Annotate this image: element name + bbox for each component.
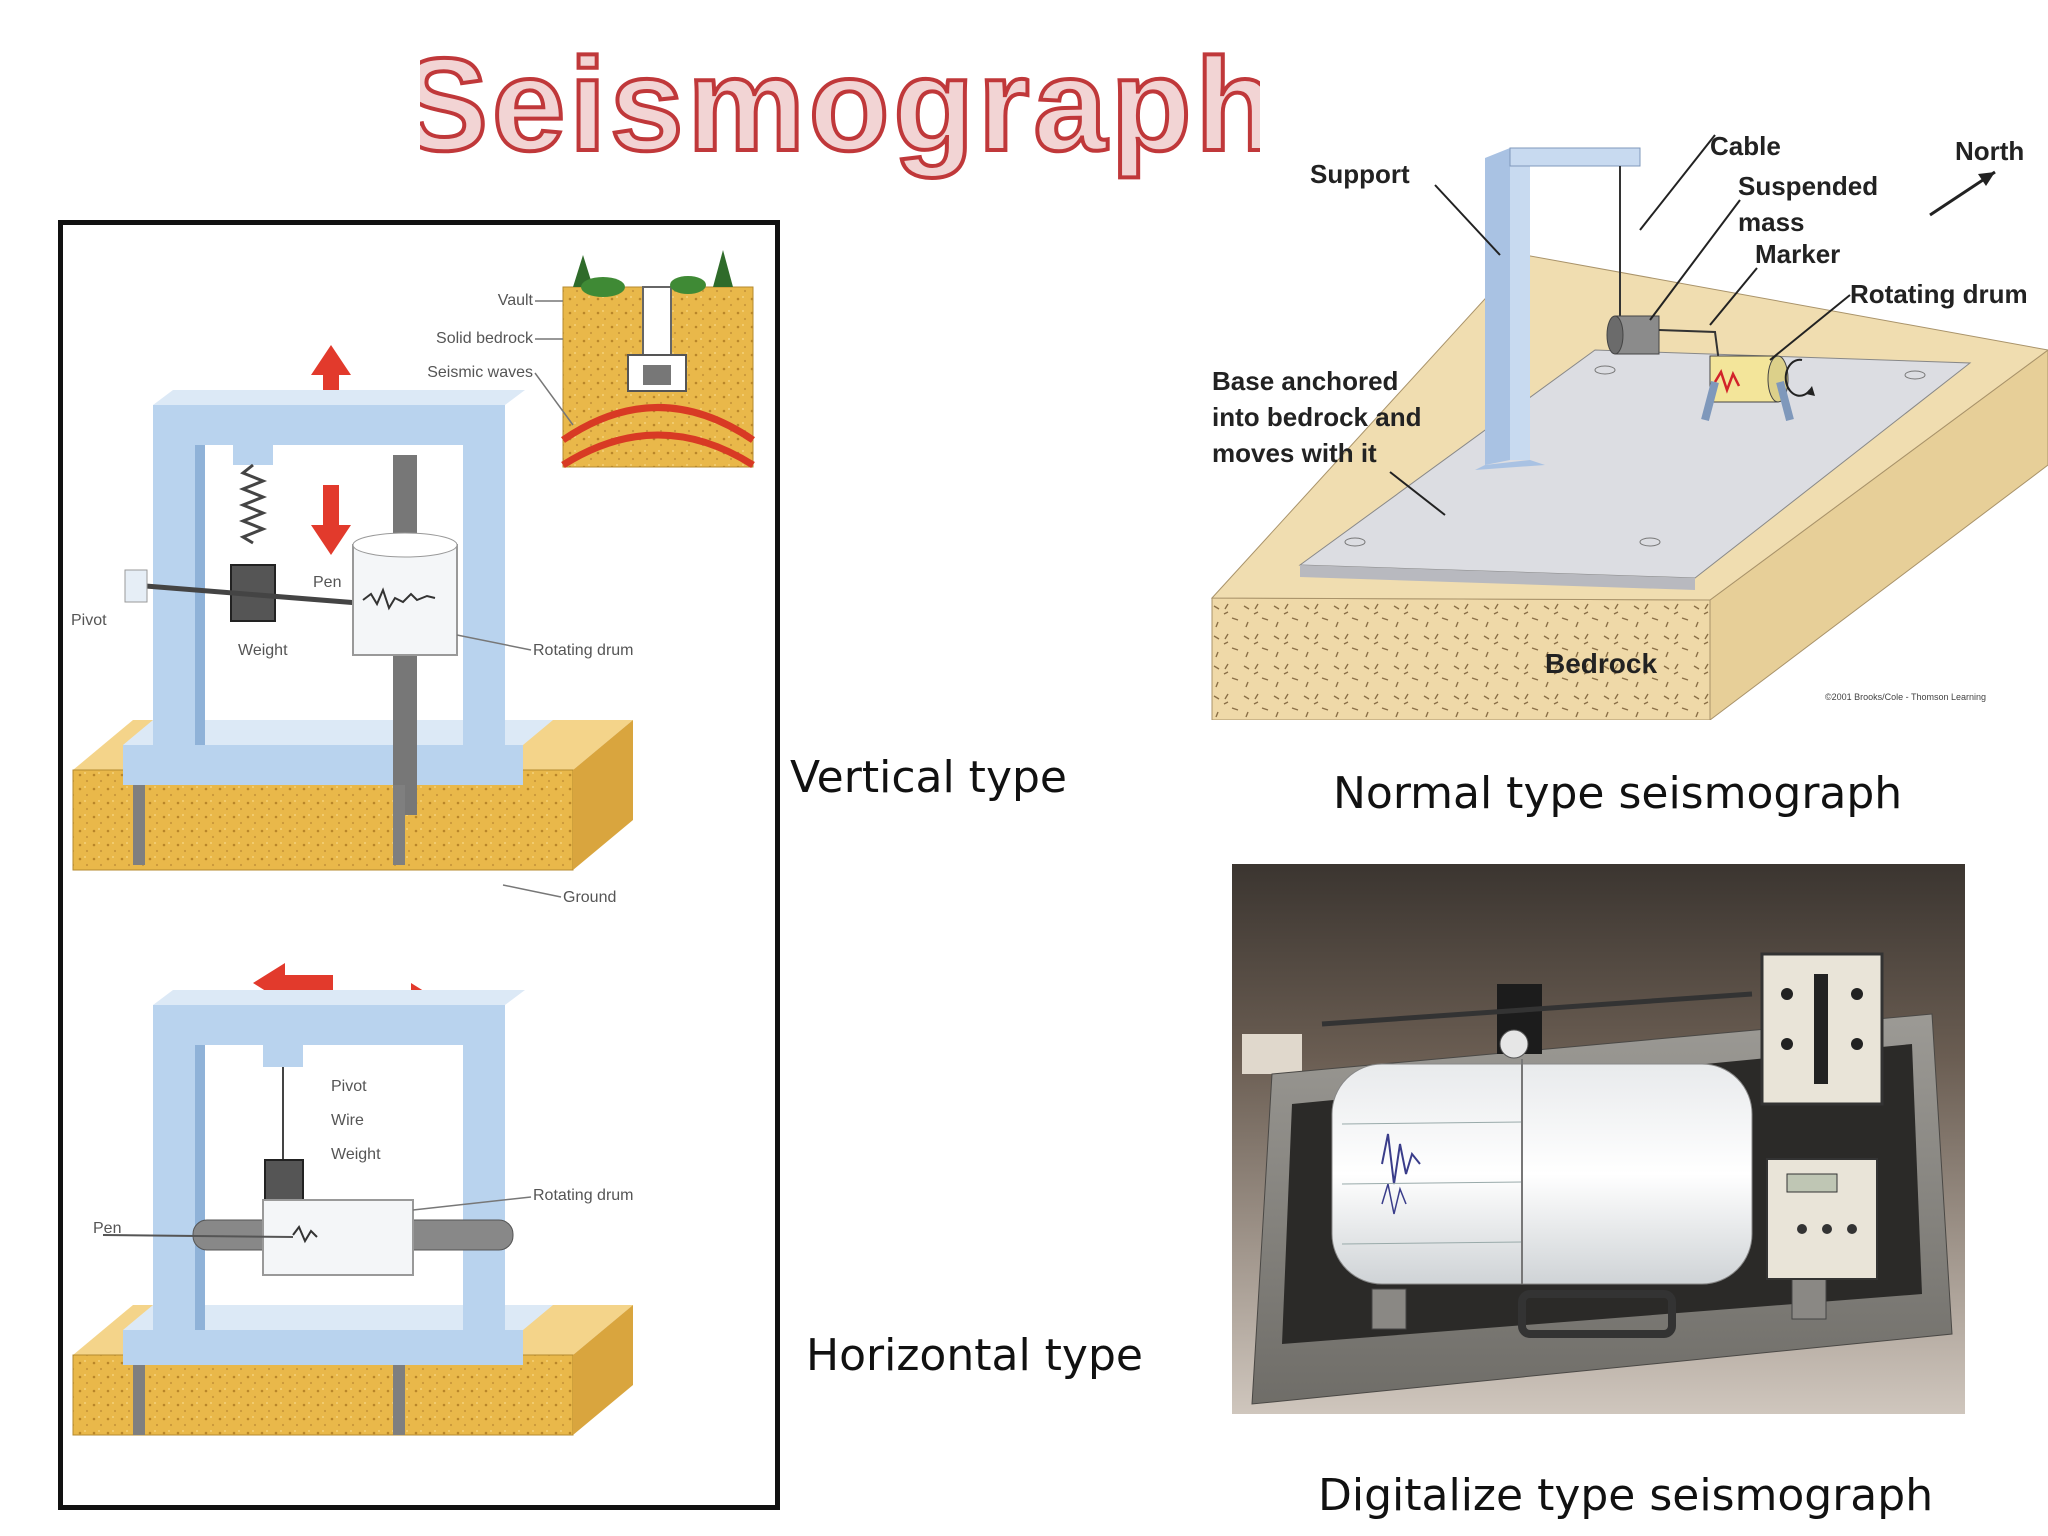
- support-column: [1475, 147, 1641, 470]
- caption-vertical-type: Vertical type: [790, 752, 1067, 803]
- label-pen: Pen: [313, 574, 341, 591]
- label-base-anchored: Base anchored into bedrock and moves with…: [1212, 366, 1421, 468]
- label-marker: Marker: [1755, 239, 1840, 269]
- label-suspended-mass-text: Suspended: [1738, 171, 1878, 201]
- recording-drum: [1331, 1059, 1753, 1285]
- vertical-rotating-drum: [352, 455, 458, 815]
- label-rotating-drum-normal: Rotating drum: [1850, 279, 2028, 309]
- label-pivot: Pivot: [71, 612, 107, 629]
- horizontal-rotating-drum: [192, 1199, 514, 1276]
- label-h-pen: Pen: [93, 1220, 121, 1237]
- seismograph-types-panel: Vault Solid bedrock Seismic waves: [58, 220, 780, 1510]
- horizontal-frame: [123, 990, 553, 1365]
- label-rotating-drum: Rotating drum: [533, 642, 634, 659]
- label-support: Support: [1310, 159, 1410, 189]
- label-suspended-mass: Suspended mass: [1738, 171, 1885, 237]
- label-suspended-mass-text-line-1: mass: [1738, 207, 1805, 237]
- label-weight: Weight: [238, 642, 288, 659]
- normal-seismograph-diagram: Support Cable Suspended mass Marker Rota…: [1210, 131, 2048, 720]
- label-h-weight: Weight: [331, 1146, 381, 1163]
- vault-inset: [561, 250, 755, 468]
- label-base-anchored-text: Base anchored: [1212, 366, 1398, 396]
- caption-normal-type: Normal type seismograph: [1333, 768, 1903, 819]
- label-north: North: [1955, 136, 2024, 166]
- vertical-frame: [123, 390, 553, 785]
- north-arrow-icon: [1929, 170, 1996, 217]
- suspended-mass: [1606, 315, 1660, 355]
- label-cable: Cable: [1710, 131, 1781, 161]
- label-bedrock: Bedrock: [1545, 648, 1657, 679]
- base-plate: [1298, 349, 1972, 590]
- normal-rotating-drum: [1701, 355, 1815, 422]
- label-ground: Ground: [563, 889, 616, 906]
- label-base-anchored-text-line-2: moves with it: [1212, 438, 1377, 468]
- types-diagram: Vault Solid bedrock Seismic waves: [71, 250, 755, 1436]
- slide-title: Seismograph: [420, 29, 1260, 180]
- label-vault: Vault: [498, 292, 534, 309]
- label-h-rotating-drum: Rotating drum: [533, 1187, 634, 1204]
- vertical-spring: [238, 463, 268, 545]
- label-base-anchored-text-line-1: into bedrock and: [1212, 402, 1421, 432]
- caption-horizontal-type: Horizontal type: [806, 1330, 1143, 1381]
- label-solid-bedrock: Solid bedrock: [436, 330, 534, 347]
- title-text: Seismograph: [420, 31, 1260, 178]
- credit-text: ©2001 Brooks/Cole - Thomson Learning: [1825, 692, 1986, 702]
- digital-seismograph-photo: [1232, 864, 1965, 1414]
- caption-digitalize-type: Digitalize type seismograph: [1318, 1470, 1934, 1521]
- label-seismic-waves: Seismic waves: [427, 364, 533, 381]
- label-h-pivot: Pivot: [331, 1078, 367, 1095]
- control-panel: [1760, 952, 1884, 1280]
- vertical-motion-arrow-icon: [311, 345, 351, 555]
- label-h-wire: Wire: [331, 1112, 364, 1129]
